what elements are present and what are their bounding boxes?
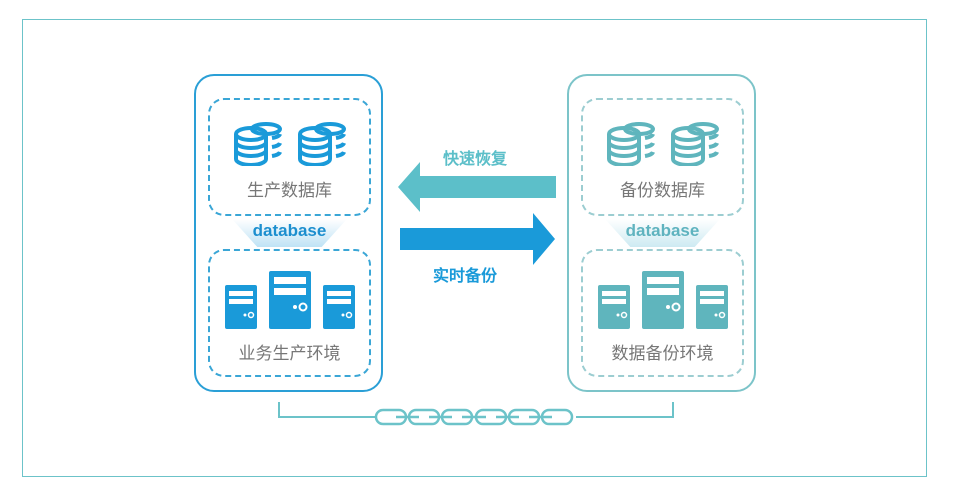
server-icon bbox=[268, 271, 311, 329]
restore-arrow-left bbox=[398, 162, 556, 212]
server-icon bbox=[597, 285, 630, 329]
connector-line bbox=[278, 402, 674, 418]
server-icon bbox=[695, 285, 728, 329]
backup-arrow-right bbox=[400, 213, 555, 265]
server-icon bbox=[641, 271, 684, 329]
server-icon bbox=[224, 285, 257, 329]
production-environment-box: 业务生产环境 bbox=[208, 249, 371, 377]
production-database-tag: database bbox=[232, 219, 347, 247]
database-stack-icon bbox=[297, 122, 346, 166]
backup-environment-label: 数据备份环境 bbox=[611, 344, 714, 363]
database-stack-icon bbox=[670, 122, 719, 166]
chain-link-icon bbox=[374, 408, 574, 426]
production-panel: 生产数据库 database 业务生产环境 bbox=[194, 74, 383, 392]
backup-panel: 备份数据库 database 数据备份环境 bbox=[567, 74, 756, 392]
production-database-box: 生产数据库 bbox=[208, 98, 371, 216]
production-database-label: 生产数据库 bbox=[247, 181, 332, 200]
diagram-frame bbox=[22, 19, 927, 477]
backup-database-label: 备份数据库 bbox=[620, 181, 705, 200]
production-environment-label: 业务生产环境 bbox=[238, 344, 341, 363]
backup-environment-box: 数据备份环境 bbox=[581, 249, 744, 377]
database-stack-icon bbox=[606, 122, 655, 166]
restore-label: 快速恢复 bbox=[443, 151, 508, 168]
backup-label: 实时备份 bbox=[433, 268, 498, 285]
server-icon bbox=[322, 285, 355, 329]
backup-database-box: 备份数据库 bbox=[581, 98, 744, 216]
chain-connector bbox=[278, 402, 674, 426]
backup-database-tag: database bbox=[605, 219, 720, 247]
database-stack-icon bbox=[233, 122, 282, 166]
